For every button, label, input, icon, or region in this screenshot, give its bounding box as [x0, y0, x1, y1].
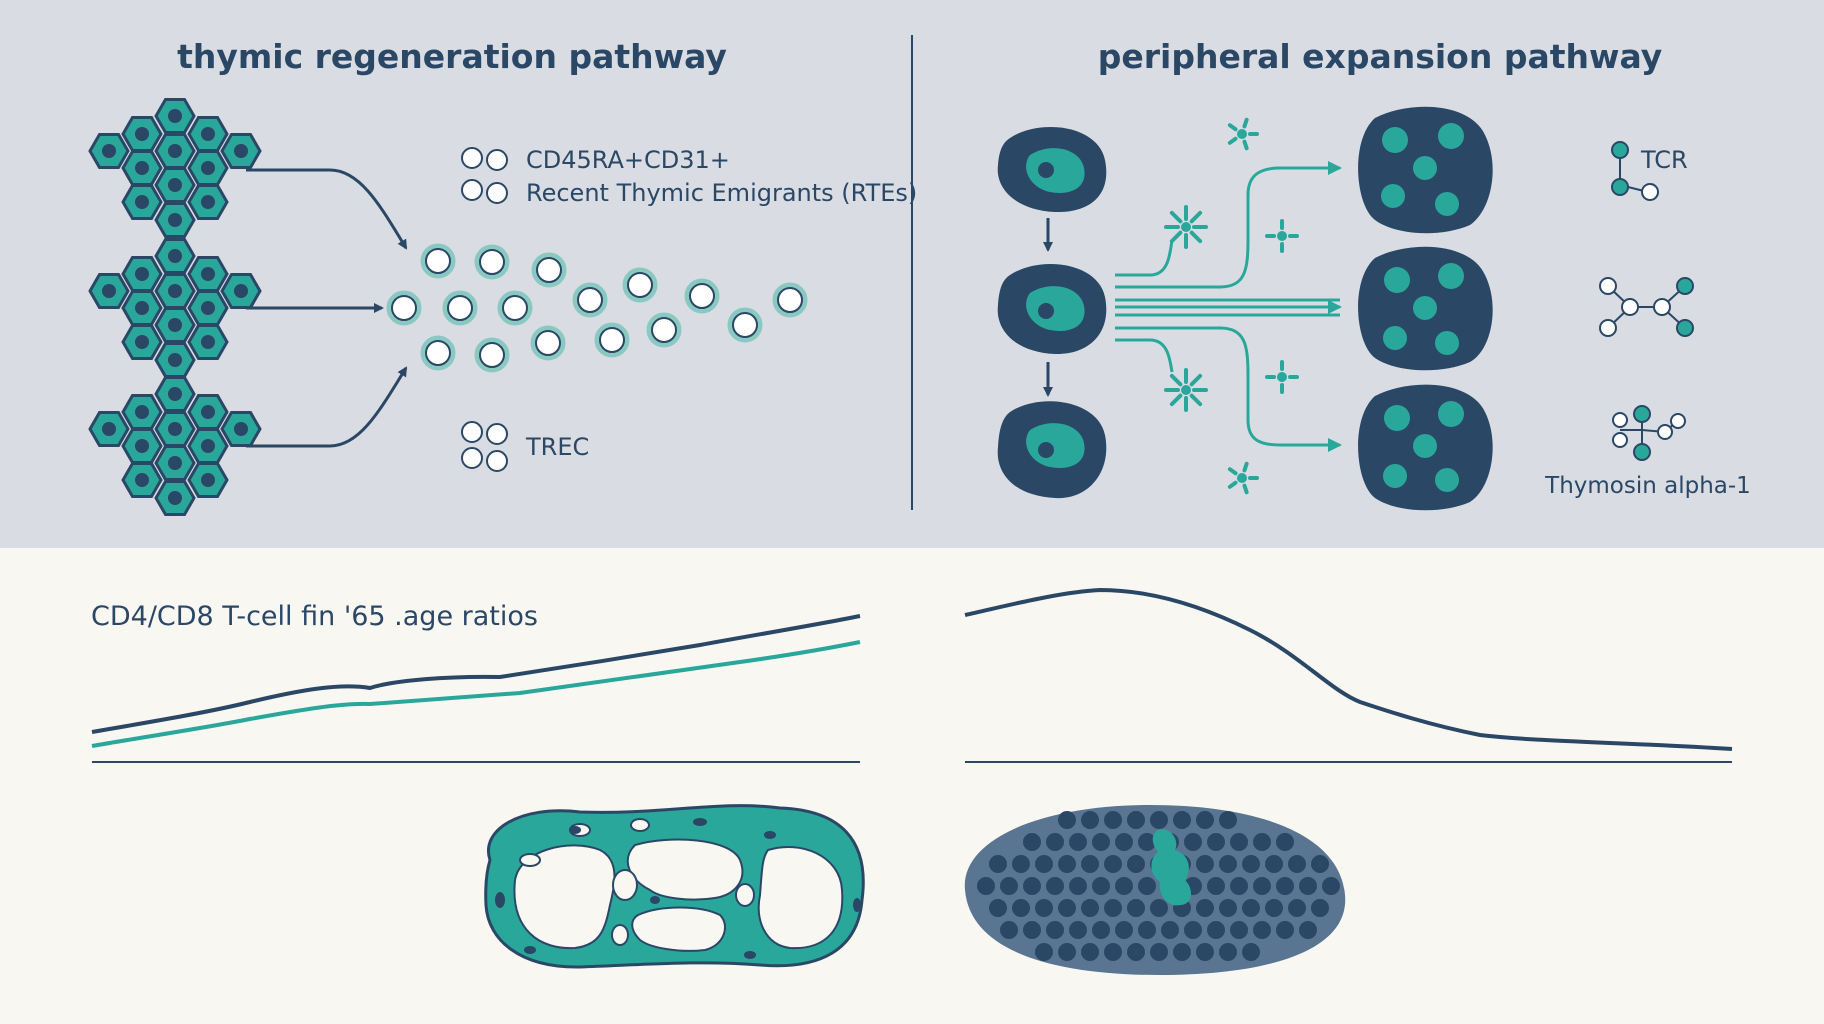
rte-cell-icon [531, 252, 567, 288]
cytokine-burst-icon [1265, 360, 1299, 394]
cytokine-burst-icon [1227, 461, 1259, 495]
right-panel-title: peripheral expansion pathway [1098, 37, 1663, 76]
receptor-network-icon [1599, 277, 1694, 337]
cytokine-bursts [1164, 117, 1299, 495]
left-panel-title: thymic regeneration pathway [177, 37, 727, 76]
thymosin-legend-label: Thymosin alpha-1 [1544, 473, 1751, 499]
rte-cell-icon [727, 307, 763, 343]
t-cell-icon [997, 263, 1107, 355]
t-cell-icon [997, 401, 1107, 499]
cytokine-burst-icon [1265, 219, 1299, 253]
rte-legend-icon [461, 147, 508, 204]
expanded-cell-icon [1358, 384, 1493, 511]
rte-cell-icon [622, 267, 658, 303]
parent-cells [997, 126, 1107, 499]
rte-cell-stream [386, 243, 808, 373]
cytokine-burst-icon [1164, 205, 1208, 249]
t-cell-icon [997, 126, 1107, 213]
chart-label: CD4/CD8 T-cell fin '65 .age ratios [91, 601, 538, 632]
rte-cell-icon [420, 335, 456, 371]
thymus-tissue-icon [484, 804, 865, 969]
rte-legend-line2: Recent Thymic Emigrants (RTEs) [526, 179, 917, 207]
arrow-lower [246, 366, 408, 448]
thymic-epithelial-cluster-icon [88, 238, 262, 378]
thymic-epithelial-cluster-icon [88, 376, 262, 516]
rte-cell-icon [594, 322, 630, 358]
thymic-epithelial-clusters [88, 98, 262, 516]
rte-cell-icon [646, 312, 682, 348]
rte-cell-icon [497, 290, 533, 326]
rte-cell-icon [530, 325, 566, 361]
rte-cell-icon [386, 290, 422, 326]
rte-cell-icon [442, 290, 478, 326]
rte-cell-icon [474, 337, 510, 373]
arrow-upper [246, 168, 408, 250]
cytokine-burst-icon [1227, 117, 1259, 151]
cytokine-burst-icon [1164, 368, 1208, 412]
cluster-arrows [246, 168, 408, 448]
cd8-curve [91, 640, 861, 748]
rte-legend-line1: CD45RA+CD31+ [526, 146, 730, 174]
trec-icon [461, 421, 508, 472]
tcr-legend-label: TCR [1640, 146, 1688, 174]
right-trend-curve [964, 587, 1733, 751]
rte-cell-icon [420, 243, 456, 279]
thymosin-molecule-icon [1612, 405, 1686, 461]
trec-legend-label: TREC [525, 433, 589, 461]
rte-cell-icon [684, 278, 720, 314]
tcr-icon [1611, 141, 1659, 201]
expanded-cell-icon [1358, 106, 1493, 234]
rte-cell-icon [474, 244, 510, 280]
thymic-epithelial-cluster-icon [88, 98, 262, 238]
cd4-curve [91, 614, 861, 734]
expanded-cell-icon [1358, 246, 1493, 371]
rte-cell-icon [772, 282, 808, 318]
expansion-arrows [1115, 161, 1342, 452]
lymph-node-icon [964, 805, 1346, 975]
bottom-panel-background [0, 548, 1824, 1024]
rte-cell-icon [572, 282, 608, 318]
left-trend-curves [91, 614, 861, 748]
expanded-cells [1358, 106, 1493, 511]
